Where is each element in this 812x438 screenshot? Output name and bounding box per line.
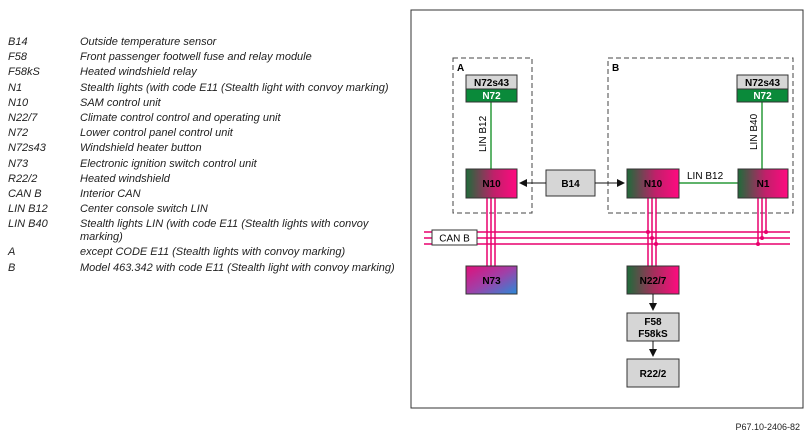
legend-description: Stealth lights (with code E11 (Stealth l… [80,81,389,94]
legend-description: Stealth lights LIN (with code E11 (Steal… [80,218,369,244]
legend-description: except CODE E11 (Stealth lights with con… [80,246,346,259]
group-b-box [607,57,794,214]
can-b-bus [424,198,790,266]
n1-box [737,168,789,199]
legend-description: Heated windshield [80,172,170,185]
lin-b12-a-label: LIN B12 [478,115,489,152]
n72-a-label: N72 [482,91,501,102]
can-b-box [431,229,478,246]
legend-row: F58kS Heated windshield relay [8,66,398,79]
legend-code: B14 [8,36,28,48]
legend-row: N72 Lower control panel control unit [8,127,398,140]
legend-row: F58 Front passenger footwell fuse and rel… [8,51,398,64]
f58-box [626,312,680,342]
legend-row: N22/7 Climate control control and operati… [8,112,398,125]
reference-code: P67.10-2406-82 [735,422,800,432]
group-b-label: B [612,63,619,74]
legend-description: Electronic ignition switch control unit [80,157,257,170]
legend-description: Model 463.342 with code E11 (Stealth lig… [80,261,395,274]
r22-2-box [626,358,680,388]
legend-code: F58kS [8,66,40,79]
legend-description: Heated windshield relay [80,66,197,79]
legend-row: R22/2 Heated windshield [8,173,398,186]
legend-code: LIN B12 [8,203,48,216]
legend-row: LIN B40 Stealth lights LIN (with code E11… [8,218,398,244]
legend-code: B [8,261,16,274]
legend-row: CAN B Interior CAN [8,188,398,201]
can-b-junctions [646,230,768,246]
n22-7-label: N22/7 [640,276,667,287]
legend-description: Windshield heater button [80,142,202,155]
n73-label: N73 [482,276,501,287]
n72s43-b-label: N72s43 [745,78,780,89]
lin-b12-b-label: LIN B12 [687,171,724,182]
legend-row: LIN B12 Center console switch LIN [8,203,398,216]
legend-description: Interior CAN [80,187,141,200]
n10-a-label: N10 [482,179,501,190]
legend-row: N72s43 Windshield heater button [8,142,398,155]
f58-label: F58 [644,317,662,328]
legend-code: A [8,246,16,259]
b14-label: B14 [561,179,580,190]
legend-code: N72s43 [8,142,46,155]
diagram-frame [410,9,804,409]
legend-description: SAM control unit [80,96,161,109]
legend-description: Climate control control and operating un… [80,111,281,124]
legend-row: B14 Outside temperature sensor [8,36,398,49]
f58ks-label: F58kS [638,329,668,340]
n72-a-box [465,88,518,103]
legend-description: Outside temperature sensor [80,36,217,48]
legend-row: B Model 463.342 with code E11 (Stealth li… [8,262,398,275]
legend-description: Front passenger footwell fuse and relay … [80,51,312,64]
legend-row: N1 Stealth lights (with code E11 (Stealth… [8,82,398,95]
group-a-box [452,57,533,214]
n1-label: N1 [757,179,770,190]
n10-b-box [626,168,680,199]
legend-description: Lower control panel control unit [80,127,233,140]
legend-code: N1 [8,81,23,94]
n72-b-box [736,88,789,103]
legend-row: N73 Electronic ignition switch control un… [8,158,398,171]
n10-a-box [465,168,518,199]
n72-b-label: N72 [753,91,772,102]
legend-code: N72 [8,127,29,140]
n22-7-box [626,265,680,295]
can-b-label: CAN B [439,234,470,245]
legend-code: CAN B [8,187,42,200]
legend-code: LIN B40 [8,218,48,231]
legend-row: N10 SAM control unit [8,97,398,110]
n72s43-a-label: N72s43 [474,78,509,89]
group-a-label: A [457,63,464,74]
legend-code: N73 [8,157,29,170]
n10-b-label: N10 [644,179,663,190]
legend-code: N10 [8,96,29,109]
lin-b40-label: LIN B40 [749,113,760,150]
n73-box [465,265,518,295]
legend-code: F58 [8,51,27,64]
legend-code: N22/7 [8,111,38,124]
legend-description: Center console switch LIN [80,203,208,216]
legend-code: R22/2 [8,172,38,185]
r22-2-label: R22/2 [640,369,667,380]
